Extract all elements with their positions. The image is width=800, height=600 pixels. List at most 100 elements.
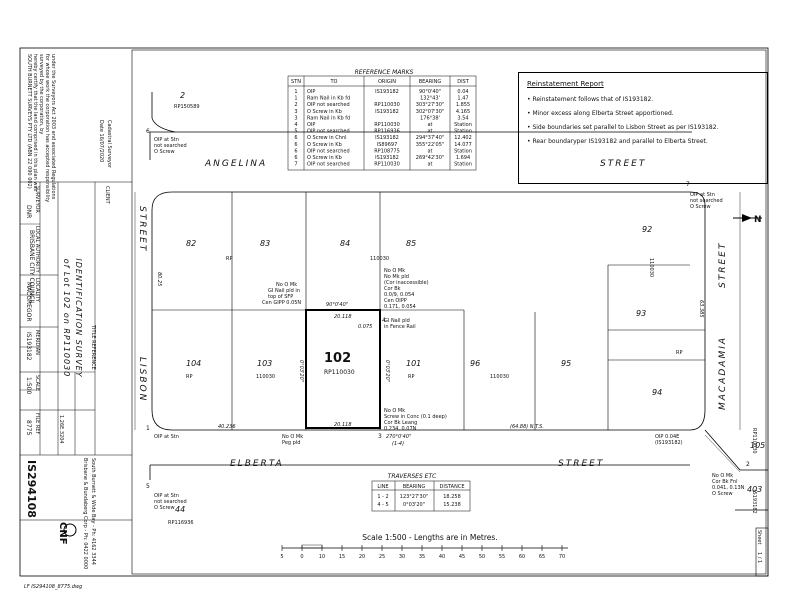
svg-text:not searched: not searched [690, 198, 723, 204]
company-address2: South Burnett & Wide Bay - Ph: 4162 3344 [90, 458, 96, 565]
local-authority-label: LOCAL AUTHORITY [34, 226, 40, 274]
street-elberta-2: STREET [558, 459, 604, 469]
street-macadamia: MACADAMIA [718, 336, 728, 410]
plan-number: IS294108 [25, 460, 38, 518]
company-address1: Brisbane & Bundaberg Corp - Ph: 0422 000… [82, 458, 88, 569]
ref-cell: 1.855 [456, 102, 470, 108]
dim-bottom-102: 20.118 [334, 422, 352, 428]
reinstatement-item: Reinstatement follows that of IS193182. [527, 93, 759, 107]
lot-84: 84 [340, 239, 350, 248]
ref-cell: IS193182 [375, 135, 399, 141]
plan-date: 1.26E.3204 [58, 415, 64, 444]
drawing-frame [131, 49, 767, 575]
svg-text:O Screw: O Screw [154, 149, 175, 155]
lot-103: 103 [257, 359, 272, 368]
ref-header-cell: BEARING [419, 79, 442, 85]
lot-44: 44 [175, 505, 185, 514]
traverse-cell: 15.238 [443, 502, 461, 508]
ref-cell: 302°07'30" [416, 109, 444, 115]
svg-text:IS193182: IS193182 [751, 490, 757, 514]
lot-82: 82 [186, 239, 196, 248]
scale-label: Scale 1:500 - Lengths are in Metres. [362, 533, 497, 542]
ref-header-cell: ORIGIN [378, 79, 396, 85]
svg-text:O Screw: O Screw [690, 204, 711, 210]
lot-93: 93 [636, 309, 646, 318]
meridian-value: IS193182 [25, 332, 32, 361]
ref-cell: Ram Nail in Kb fd [307, 96, 350, 102]
svg-text:OIP at Stn: OIP at Stn [154, 137, 179, 143]
svg-text:top of SFP: top of SFP [268, 294, 293, 300]
lot-101: 101 [406, 359, 421, 368]
svg-text:0.171, 0.054: 0.171, 0.054 [384, 304, 416, 310]
svg-text:110030: 110030 [370, 256, 389, 262]
lot-2: 2 [180, 91, 185, 100]
scale-tick-label: 5 [280, 554, 283, 560]
ref-cell: 12.402 [454, 135, 472, 141]
ref-cell: 90°0'40" [419, 89, 441, 95]
traverse-cell: 123°27'30" [400, 494, 428, 500]
svg-text:hereby certify that the land c: hereby certify that the land comprised i… [32, 54, 38, 192]
station-4: 4 [382, 317, 386, 324]
ref-cell: IS193182 [375, 109, 399, 115]
scale-tick-label: 15 [339, 554, 345, 560]
station-6: 6 [146, 128, 150, 135]
svg-text:in Fence Rail: in Fence Rail [384, 324, 416, 330]
meridian-label: MERIDIAN [34, 330, 40, 355]
svg-text:Cen OIPP: Cen OIPP [384, 298, 407, 304]
svg-text:O Screw: O Screw [712, 491, 733, 497]
svg-text:O Screw: O Screw [154, 505, 175, 511]
ref-cell: RP110030 [374, 122, 400, 128]
locality-value: MACGREGOR [25, 282, 32, 322]
ref-cell: Station [454, 122, 472, 128]
svg-text:No Mk pld: No Mk pld [384, 274, 409, 280]
svg-text:0.0/9, 0.054: 0.0/9, 0.054 [384, 292, 414, 298]
surveyor-label: SURVEYOR [34, 186, 40, 213]
street-lisbon: LISBON [137, 357, 147, 402]
file-label: FILE REF [34, 413, 40, 435]
lot-94: 94 [652, 388, 662, 397]
scale-value: 1:500 [25, 377, 32, 394]
traverse-header-cell: BEARING [403, 484, 426, 490]
lot-105: 105 [750, 441, 765, 450]
svg-text:RP: RP [676, 350, 683, 356]
ref-cell: 269°42'30" [416, 155, 444, 161]
ref-cell: 4.165 [456, 109, 470, 115]
scale-tick-label: 45 [459, 554, 465, 560]
street-angelina: ANGELINA [204, 159, 267, 169]
dim-right-side-brg: 0°03'20" [384, 360, 390, 382]
title-ref-label: TITLE REFERENCE [90, 324, 96, 370]
scale-tick-label: 25 [379, 554, 385, 560]
dim-nts: (64.88) N.T.S. [510, 424, 544, 430]
ref-cell: IS193182 [375, 89, 399, 95]
ref-cell: OIP not searched [307, 102, 350, 108]
dim-lisbon-len: 80.25 [156, 272, 162, 286]
svg-text:RP: RP [186, 374, 193, 380]
street-elberta: ELBERTA [230, 459, 284, 469]
scale-tick-label: 10 [319, 554, 325, 560]
surveyor-value: DNR [25, 205, 32, 218]
svg-text:GI Nail pld: GI Nail pld [384, 318, 410, 324]
scale-tick-label: 50 [479, 554, 485, 560]
svg-text:(Cor inaccessible): (Cor inaccessible) [384, 280, 429, 286]
north-arrow-icon: N [733, 214, 762, 225]
dim-macadamia-len: 63.385 [698, 300, 704, 318]
station-3: 3 [378, 433, 382, 440]
svg-text:RP110030: RP110030 [751, 428, 757, 454]
company-logo: CNF [57, 522, 68, 545]
plan-rp150589: RP150589 [174, 104, 200, 110]
title-block [20, 181, 132, 521]
scale-tick-label: 65 [539, 554, 545, 560]
ref-header-cell: DIST [457, 79, 469, 85]
station-5: 5 [146, 483, 150, 490]
lot-92: 92 [642, 225, 652, 234]
ref-cell: O Screw in Kb [307, 109, 342, 115]
street-lisbon-2: STREET [137, 206, 147, 252]
title-text-group: IDENTIFICATION SURVEY of Lot 102 on RP11… [62, 258, 83, 377]
ref-cell: 6 [294, 148, 297, 154]
dim-left-dist: 40.236 [218, 424, 236, 430]
traverse-cell: 1 - 2 [377, 494, 388, 500]
svg-text:0.041, 0.13N: 0.041, 0.13N [712, 485, 745, 491]
lot-96: 96 [470, 359, 480, 368]
